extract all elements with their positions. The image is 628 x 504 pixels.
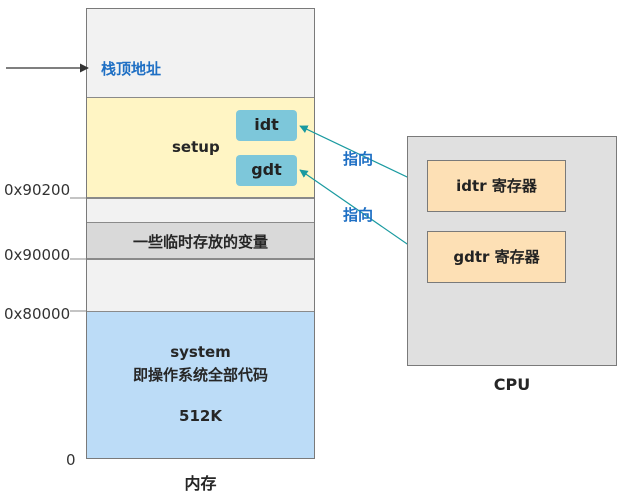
idtr-register: idtr 寄存器 [427, 160, 566, 212]
address-90200: 0x90200 [4, 181, 71, 199]
gdtr-to-gdt-arrow [299, 169, 427, 258]
separator-90000 [87, 259, 314, 260]
memory-caption: 内存 [184, 474, 217, 493]
address-80000: 0x80000 [4, 305, 71, 323]
temp-vars-region [87, 222, 314, 259]
temp-vars-label: 一些临时存放的变量 [132, 233, 268, 251]
system-size: 512K [179, 407, 222, 425]
setup-label: setup [172, 138, 220, 156]
separator-90200 [87, 198, 314, 199]
system-region [87, 311, 314, 458]
gdt-chip: gdt [236, 155, 297, 186]
address-0: 0 [66, 451, 76, 469]
gdtr-register: gdtr 寄存器 [427, 231, 566, 283]
idt-pointer-label: 指向 [343, 150, 374, 168]
gdt-pointer-label: 指向 [343, 206, 374, 224]
address-90000: 0x90000 [4, 246, 71, 264]
system-label: system [170, 343, 231, 361]
idt-chip: idt [236, 110, 297, 141]
system-description: 即操作系统全部代码 [132, 366, 268, 384]
stack-top-label: 栈顶地址 [101, 60, 162, 78]
idtr-to-idt-arrow [299, 125, 427, 187]
cpu-caption: CPU [493, 375, 531, 394]
